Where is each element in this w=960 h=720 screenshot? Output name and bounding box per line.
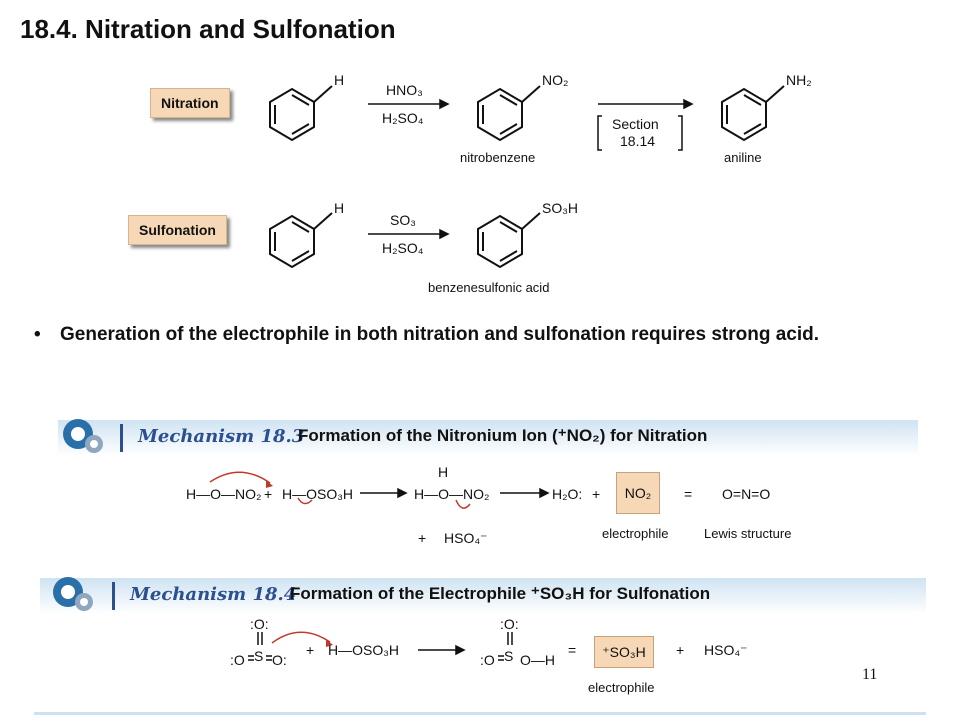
mech2-o-left: :O <box>230 652 245 668</box>
mech2-s-2: S <box>504 648 514 664</box>
mechanism-number: Mechanism 18.3 <box>138 426 305 447</box>
mechanism-18-4-header: Mechanism 18.4 Formation of the Electrop… <box>40 577 926 614</box>
mech1-curved-arrow-2 <box>297 497 313 505</box>
aniline-name: aniline <box>724 150 762 165</box>
mech2-h-oso3h: H—OSO₃H <box>328 642 400 658</box>
section-bracket <box>597 115 683 151</box>
nitrobenzene-name: nitrobenzene <box>460 150 536 165</box>
footer-divider <box>34 712 926 715</box>
benzene-ring-3 <box>721 85 785 142</box>
gear-icon <box>63 419 103 453</box>
bullet-text: Generation of the electrophile in both n… <box>60 324 819 345</box>
mech2-o-right: O: <box>272 652 287 668</box>
sulfonation-reagent-top: SO₃ <box>390 212 416 228</box>
mech1-curved-arrow-1 <box>209 471 271 484</box>
section-number: 18.14 <box>620 133 656 149</box>
aniline-sub: NH₂ <box>786 72 812 88</box>
section-label: Section <box>612 116 659 132</box>
mech2-bisulfate: HSO₄⁻ <box>704 642 748 658</box>
mech2-plus-2: + <box>676 642 685 658</box>
bullet-point: • Generation of the electrophile in both… <box>34 322 926 348</box>
benzene-ring-4 <box>269 212 333 269</box>
mech1-lewis-structure: O=N=O <box>722 486 771 502</box>
mech1-nitronium-box: NO₂ <box>616 472 660 514</box>
sulfonic-acid-sub: SO₃H <box>542 200 579 216</box>
mech1-arrows <box>360 487 550 499</box>
mech2-o-top: :O: <box>250 616 269 632</box>
mech1-species-2: H—OSO₃H <box>282 486 354 502</box>
mech1-electrophile-caption: electrophile <box>602 526 669 541</box>
mech2-o-top-2: :O: <box>500 616 519 632</box>
mech1-plus-2: + <box>592 486 601 502</box>
bullet-symbol: • <box>34 324 41 345</box>
arrow-nitration-2 <box>598 98 694 110</box>
mechanism-title: Formation of the Nitronium Ion (⁺NO₂) fo… <box>298 426 708 445</box>
nitrobenzene-sub: NO₂ <box>542 72 569 88</box>
nitration-reagent-top: HNO₃ <box>386 82 423 98</box>
sulfonation-reactant-sub: H <box>334 200 345 216</box>
sulfonation-reagent-bottom: H₂SO₄ <box>382 240 424 256</box>
mech2-plus-1: + <box>306 642 315 658</box>
nitration-reactant-sub: H <box>334 72 345 88</box>
mech1-plus-3: + <box>418 530 427 546</box>
mech1-water: H₂O: <box>552 486 583 502</box>
mech1-curved-arrow-3 <box>455 499 471 509</box>
mech1-species-3: H—O—NO₂ <box>414 486 490 502</box>
nitration-label: Nitration <box>150 88 230 118</box>
mechanism-number: Mechanism 18.4 <box>130 584 297 605</box>
mechanism-18-3-header: Mechanism 18.3 Formation of the Nitroniu… <box>58 419 918 456</box>
benzene-ring-5 <box>477 212 541 269</box>
mech2-o-left-2: :O <box>480 652 495 668</box>
mech2-electrophile-box: ⁺SO₃H <box>594 636 654 668</box>
mech1-bisulfate: HSO₄⁻ <box>444 530 488 546</box>
mech2-arrow <box>418 644 466 656</box>
mech1-proton: H <box>438 464 449 480</box>
benzene-ring-2 <box>477 85 541 142</box>
page-number: 11 <box>862 666 878 683</box>
nitration-reagent-bottom: H₂SO₄ <box>382 110 424 126</box>
so3-bonds-left <box>248 632 272 661</box>
arrow-nitration-1 <box>368 98 450 110</box>
mech1-lewis-caption: Lewis structure <box>704 526 792 541</box>
mech2-curved-arrow <box>271 631 331 644</box>
header-separator <box>112 582 115 610</box>
mech2-o-h: O—H <box>520 652 555 668</box>
page-title: 18.4. Nitration and Sulfonation <box>20 14 396 44</box>
benzene-ring-1 <box>269 85 333 142</box>
mechanism-title: Formation of the Electrophile ⁺SO₃H for … <box>290 584 711 603</box>
arrow-sulfonation <box>368 228 450 240</box>
mech1-plus-1: + <box>264 486 273 502</box>
gear-icon <box>53 577 93 611</box>
mech2-s: S <box>254 648 264 664</box>
sulfonation-label: Sulfonation <box>128 215 227 245</box>
so3h-bonds-right <box>498 632 513 661</box>
mech1-species-1: H—O—NO₂ <box>186 486 262 502</box>
sulfonic-acid-name: benzenesulfonic acid <box>428 280 550 295</box>
mech1-equals: = <box>684 486 693 502</box>
header-separator <box>120 424 123 452</box>
mech2-electrophile-caption: electrophile <box>588 680 655 695</box>
mech2-equals: = <box>568 642 577 658</box>
